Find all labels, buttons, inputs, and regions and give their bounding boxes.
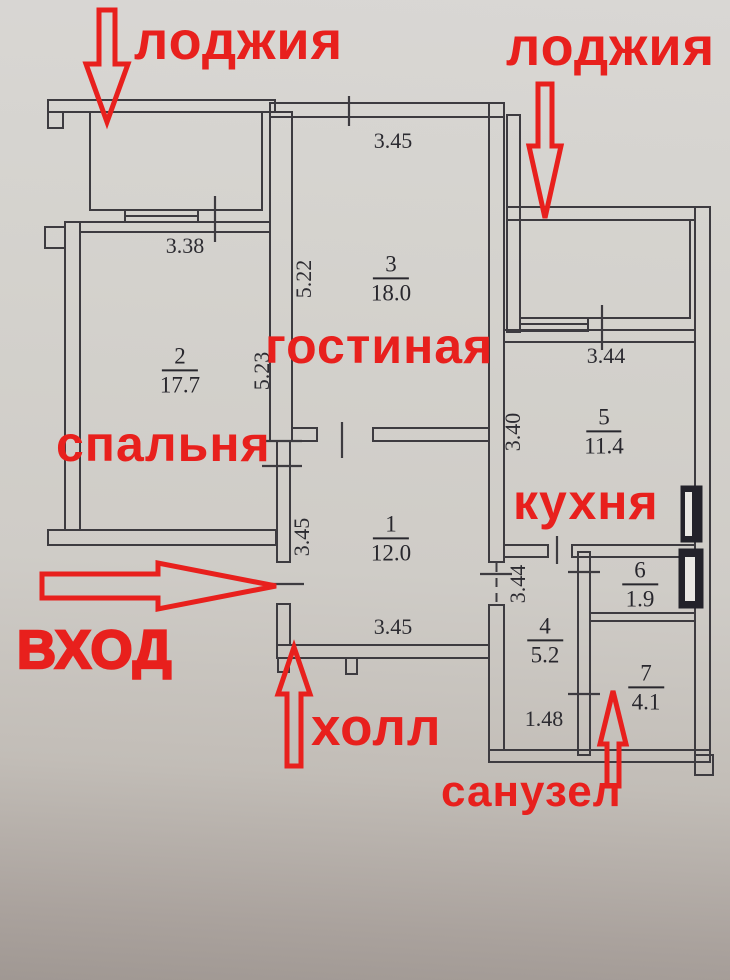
room-2-number: 2 [162,344,198,372]
loggia-left-label: лоджия [134,11,344,71]
dim-room2-width: 3.38 [165,233,205,258]
loggia-right-arrow-icon [525,81,565,219]
room-1-number: 1 [373,512,409,540]
entrance-label: ВХОД [16,620,173,680]
room-2-area: 17.7 [159,372,201,398]
bathroom-label: санузел [441,767,622,816]
room-2-tag: 2 17.7 [160,344,200,397]
room-5-area: 11.4 [584,433,624,459]
dim-corridor-left: 3.44 [505,564,530,604]
hall-arrow-icon [274,639,314,769]
living-room-label: гостиная [265,318,494,374]
room-4-tag: 4 5.2 [527,614,563,667]
duct-shaft-icon [678,485,704,609]
dim-hall-bottom: 3.45 [373,614,413,639]
room-6-number: 6 [622,558,658,586]
room-7-tag: 7 4.1 [628,661,664,714]
room-7-area: 4.1 [631,689,661,715]
room-4-number: 4 [527,614,563,642]
kitchen-label: кухня [513,474,659,530]
dim-wall23-upper: 5.22 [291,259,316,299]
room-7-number: 7 [628,661,664,689]
room-6-area: 1.9 [625,586,655,612]
bathroom-arrow-icon [596,690,630,789]
loggia-left-arrow-icon [82,7,132,130]
hall-label: холл [311,698,442,757]
dim-room3-width: 3.45 [373,128,413,153]
room-3-area: 18.0 [370,280,412,306]
entrance-arrow-icon [39,559,277,613]
dim-hall-left: 3.45 [289,517,314,557]
dim-corridor-bottom: 1.48 [524,706,564,731]
room-5-tag: 5 11.4 [584,405,623,458]
bedroom-label: спальня [56,416,271,472]
room-3-tag: 3 18.0 [371,252,411,305]
room-3-number: 3 [373,252,409,280]
room-1-tag: 1 12.0 [371,512,411,565]
room-6-tag: 6 1.9 [622,558,658,611]
loggia-right-label: лоджия [506,17,716,77]
dimension-ticks [213,96,604,696]
room-4-area: 5.2 [530,642,560,668]
dim-kitchen-width: 3.44 [586,343,626,368]
dim-kitchen-left: 3.40 [500,412,525,452]
room-1-area: 12.0 [370,540,412,566]
room-5-number: 5 [586,405,622,433]
